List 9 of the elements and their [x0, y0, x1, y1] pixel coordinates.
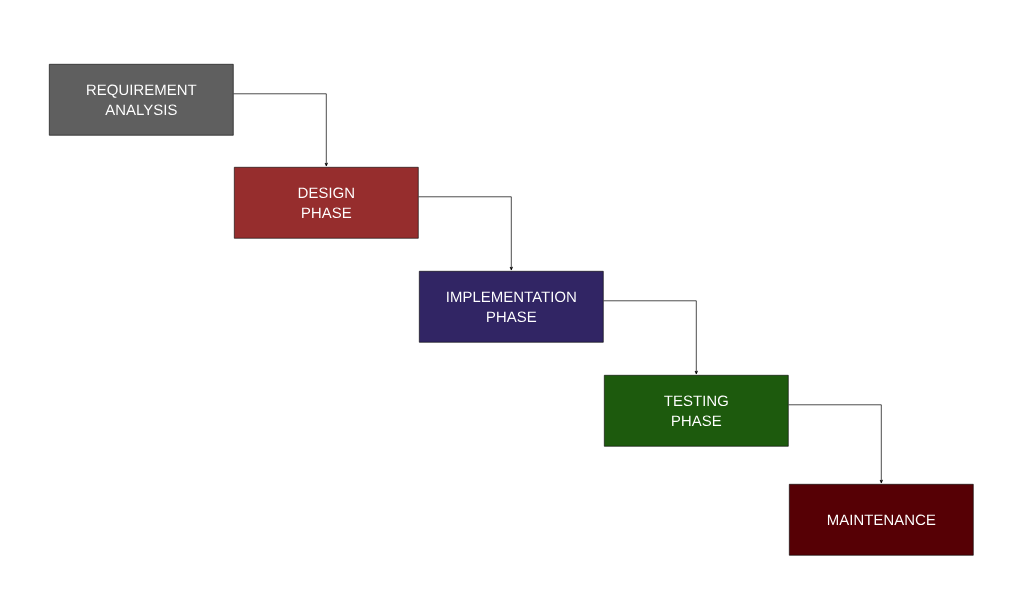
phase-box: DESIGN PHASE	[234, 167, 419, 239]
arrow	[788, 404, 883, 484]
phase-box: MAINTENANCE	[789, 484, 974, 556]
phase-box: TESTING PHASE	[604, 375, 789, 447]
arrow	[418, 196, 513, 271]
phase-box: IMPLEMENTATION PHASE	[419, 271, 604, 343]
arrow	[233, 93, 328, 167]
arrow	[603, 300, 698, 375]
phase-box: REQUIREMENT ANALYSIS	[49, 64, 234, 136]
